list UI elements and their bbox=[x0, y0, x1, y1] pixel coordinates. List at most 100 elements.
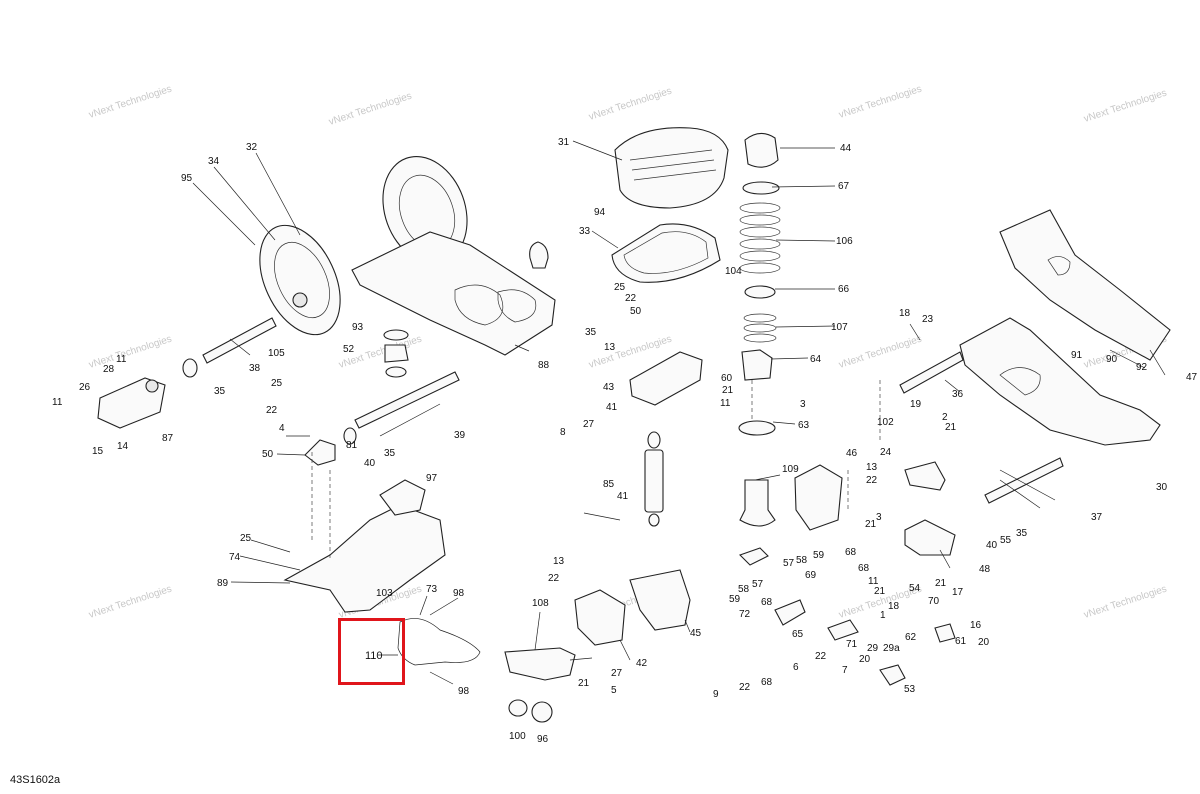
callout-27: 27 bbox=[583, 419, 595, 430]
cover-disc-34 bbox=[259, 224, 341, 336]
callout-14: 14 bbox=[117, 441, 129, 452]
shock-85 bbox=[644, 449, 664, 513]
mount-64 bbox=[741, 349, 773, 381]
part-shapes bbox=[97, 127, 1171, 723]
leader-lines bbox=[192, 140, 1166, 685]
seal-stack-52 bbox=[384, 344, 409, 363]
callout-68: 68 bbox=[858, 563, 870, 574]
callout-40: 40 bbox=[364, 458, 376, 469]
cable-110 bbox=[397, 618, 481, 666]
callout-20: 20 bbox=[859, 654, 871, 665]
callout-71: 71 bbox=[846, 639, 858, 650]
callout-21: 21 bbox=[722, 385, 734, 396]
callout-68: 68 bbox=[761, 597, 773, 608]
callout-31: 31 bbox=[558, 137, 570, 148]
callout-87: 87 bbox=[162, 433, 174, 444]
ring-100 bbox=[508, 699, 528, 717]
watermark: vNext Technologies bbox=[88, 334, 174, 371]
callout-50: 50 bbox=[630, 306, 642, 317]
callout-57: 57 bbox=[752, 579, 764, 590]
callout-21: 21 bbox=[935, 578, 947, 589]
callout-90: 90 bbox=[1106, 354, 1118, 365]
callout-21: 21 bbox=[874, 586, 886, 597]
callout-28: 28 bbox=[103, 364, 115, 375]
callout-53: 53 bbox=[904, 684, 916, 695]
callout-110: 110 bbox=[365, 650, 383, 662]
callout-29: 29 bbox=[867, 643, 879, 654]
callout-54: 54 bbox=[909, 583, 921, 594]
callout-35: 35 bbox=[214, 386, 226, 397]
callout-3: 3 bbox=[876, 512, 882, 523]
callout-68: 68 bbox=[761, 677, 773, 688]
callout-107: 107 bbox=[831, 322, 848, 333]
callout-4: 4 bbox=[279, 423, 285, 434]
callout-32: 32 bbox=[246, 142, 258, 153]
callout-88: 88 bbox=[538, 360, 550, 371]
linkage-65 bbox=[774, 599, 806, 626]
arm-57 bbox=[738, 547, 769, 566]
callout-63: 63 bbox=[798, 420, 810, 431]
callout-34: 34 bbox=[208, 156, 220, 167]
bracket-71 bbox=[827, 619, 859, 641]
callout-35: 35 bbox=[384, 448, 396, 459]
cover-45 bbox=[629, 569, 691, 631]
callout-109: 109 bbox=[782, 464, 799, 475]
callout-92: 92 bbox=[1136, 362, 1148, 373]
callout-46: 46 bbox=[846, 448, 858, 459]
callout-103: 103 bbox=[376, 588, 393, 599]
callout-8: 8 bbox=[560, 427, 566, 438]
callout-18: 18 bbox=[899, 308, 911, 319]
callout-25: 25 bbox=[240, 533, 252, 544]
shaft-38 bbox=[202, 317, 277, 364]
callout-5: 5 bbox=[611, 685, 617, 696]
callout-91: 91 bbox=[1071, 350, 1083, 361]
callout-3: 3 bbox=[800, 399, 806, 410]
callout-41: 41 bbox=[606, 402, 618, 413]
watermark: vNext Technologies bbox=[1083, 88, 1169, 125]
callout-41: 41 bbox=[617, 491, 629, 502]
callout-26: 26 bbox=[79, 382, 91, 393]
callout-58: 58 bbox=[738, 584, 750, 595]
callout-105: 105 bbox=[268, 348, 285, 359]
callout-94: 94 bbox=[594, 207, 606, 218]
callout-35: 35 bbox=[585, 327, 597, 338]
callout-22: 22 bbox=[866, 475, 878, 486]
callout-55: 55 bbox=[1000, 535, 1012, 546]
callout-67: 67 bbox=[838, 181, 850, 192]
callout-1: 1 bbox=[880, 610, 886, 621]
callout-74: 74 bbox=[229, 552, 241, 563]
callout-25: 25 bbox=[614, 282, 626, 293]
callout-39: 39 bbox=[454, 430, 466, 441]
callout-30: 30 bbox=[1156, 482, 1168, 493]
callout-62: 62 bbox=[905, 632, 917, 643]
callout-52: 52 bbox=[343, 344, 355, 355]
spring-106 bbox=[739, 202, 781, 274]
callout-85: 85 bbox=[603, 479, 615, 490]
piston-109 bbox=[739, 479, 776, 527]
callout-16: 16 bbox=[970, 620, 982, 631]
cylinder-108 bbox=[504, 647, 576, 681]
callout-95: 95 bbox=[181, 173, 193, 184]
callout-9: 9 bbox=[713, 689, 719, 700]
callout-11: 11 bbox=[116, 354, 127, 365]
callout-64: 64 bbox=[810, 354, 822, 365]
watermark: vNext Technologies bbox=[588, 86, 674, 123]
bracket-50 bbox=[304, 439, 336, 466]
callout-21: 21 bbox=[865, 519, 877, 530]
callout-38: 38 bbox=[249, 363, 261, 374]
callout-37: 37 bbox=[1091, 512, 1103, 523]
callout-13: 13 bbox=[553, 556, 565, 567]
swingarm-30 bbox=[959, 317, 1161, 446]
callout-35: 35 bbox=[1016, 528, 1028, 539]
callout-labels: 31 32 34 95 94 33 44 67 106 25 22 50 35 … bbox=[52, 137, 1198, 745]
part-110-highlight-box bbox=[338, 618, 405, 685]
callout-104: 104 bbox=[725, 266, 742, 277]
bracket-53 bbox=[879, 664, 906, 686]
callout-47: 47 bbox=[1186, 372, 1198, 383]
callout-36: 36 bbox=[952, 389, 964, 400]
housing-43 bbox=[629, 351, 703, 406]
gearbox-cover-31 bbox=[614, 127, 729, 209]
callout-21: 21 bbox=[945, 422, 957, 433]
callout-22: 22 bbox=[266, 405, 278, 416]
